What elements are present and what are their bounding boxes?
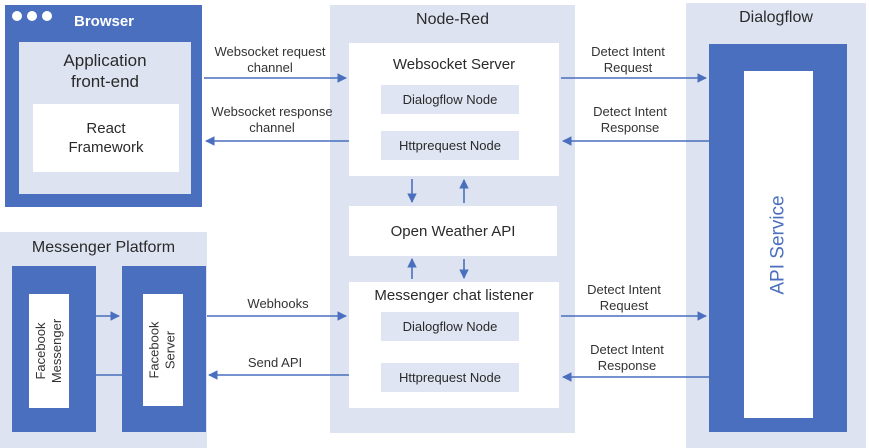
window-dot-icon (27, 11, 37, 21)
window-dot-icon (12, 11, 22, 21)
detect-response-bottom-label: Detect Intent Response (590, 342, 664, 373)
webhooks-label: Webhooks (247, 296, 309, 311)
window-dots (12, 11, 54, 23)
ws-httprequest-node: Httprequest Node (381, 131, 519, 160)
dialogflow-title: Dialogflow (739, 9, 813, 26)
detect-request-top-label: Detect Intent Request (591, 44, 665, 75)
application-frontend-label: Application front-end (63, 51, 147, 91)
send-api-label: Send API (247, 355, 303, 370)
react-framework-box: React Framework (33, 104, 179, 172)
api-service-box (744, 71, 813, 418)
facebook-server-box: Facebook Server (143, 294, 183, 406)
ws-request-label: Websocket request channel (214, 44, 326, 75)
ws-dialogflow-node: Dialogflow Node (381, 85, 519, 114)
messenger-platform-title: Messenger Platform (31, 239, 176, 256)
node-red-title: Node-Red (416, 11, 489, 28)
detect-request-bottom-label: Detect Intent Request (587, 282, 661, 313)
facebook-messenger-box: Facebook Messenger (29, 294, 69, 408)
ws-response-label: Websocket response channel (211, 104, 333, 135)
open-weather-api-box: Open Weather API (349, 206, 557, 256)
websocket-server-title: Websocket Server (392, 55, 516, 73)
browser-title: Browser (74, 13, 135, 30)
detect-response-top-label: Detect Intent Response (593, 104, 667, 135)
messenger-chat-listener-title: Messenger chat listener (374, 286, 534, 304)
window-dot-icon (42, 11, 52, 21)
listener-dialogflow-node: Dialogflow Node (381, 312, 519, 341)
listener-httprequest-node: Httprequest Node (381, 363, 519, 392)
